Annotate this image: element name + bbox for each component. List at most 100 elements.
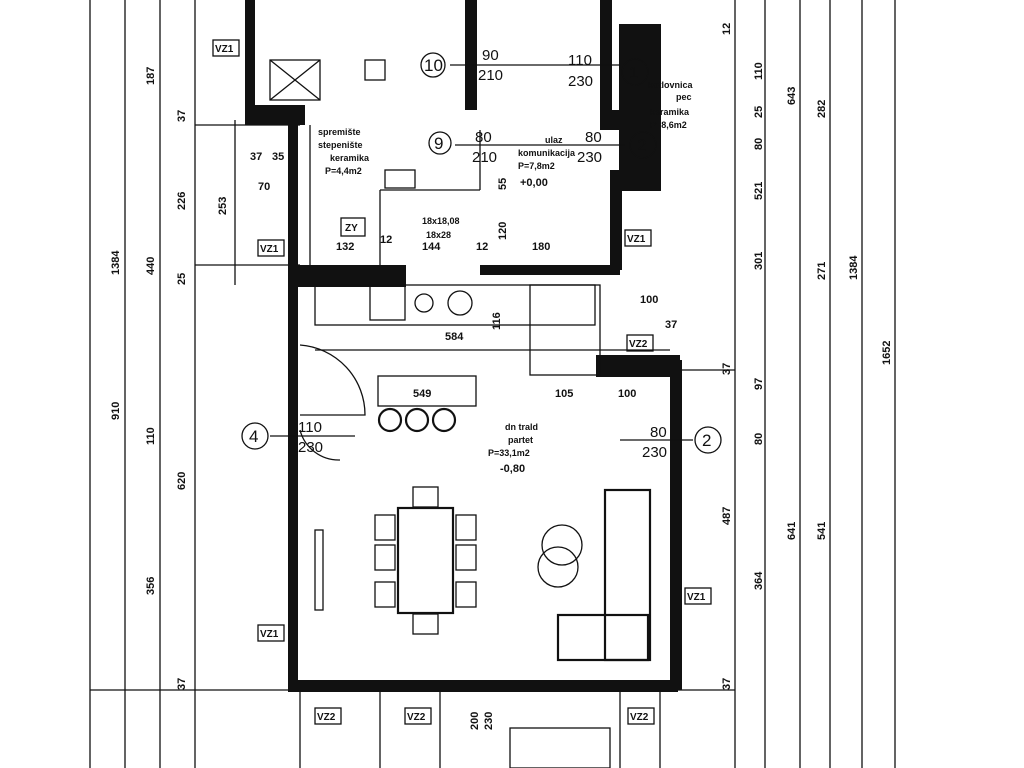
room-area: P=7,8m2	[518, 161, 555, 171]
dim: 180	[532, 241, 550, 253]
dim: 100	[618, 388, 636, 400]
dim: 55	[497, 178, 509, 190]
room-living: dn trald partet P=33,1m2 -0,80	[488, 422, 538, 475]
room-area: P=33,1m2	[488, 448, 530, 458]
dim: 641	[786, 522, 798, 540]
marker-label: 1	[629, 63, 638, 82]
dim: 301	[753, 252, 765, 270]
room-level: -0,80	[500, 463, 525, 475]
marker-label: 10	[424, 56, 443, 75]
marker-circle	[621, 58, 649, 86]
room-floor: keramika	[650, 107, 690, 117]
tag-vz1: VZ1	[687, 592, 706, 603]
opening-height: 230	[298, 439, 323, 456]
opening-width: 110	[298, 419, 322, 436]
opening-width: 80	[475, 129, 492, 146]
dim: 1384	[110, 250, 122, 275]
marker-circle	[629, 131, 657, 159]
stair-spec: 18x18,08	[422, 216, 460, 226]
room-floor: partet	[508, 435, 533, 445]
opening-height: 210	[472, 149, 497, 166]
dim: 25	[753, 106, 765, 118]
opening-width: 110	[568, 52, 592, 69]
dim: 37	[176, 678, 188, 690]
dim: 25	[176, 273, 188, 285]
dim: 37	[721, 678, 733, 690]
dim: 35	[272, 151, 284, 163]
room-floor: keramika	[330, 153, 370, 163]
opening-width: 80	[650, 424, 667, 441]
dim: 549	[413, 388, 431, 400]
room-use: stepenište	[318, 140, 363, 150]
room-level: +0,00	[520, 177, 548, 189]
opening-height: 230	[577, 149, 602, 166]
dim: 643	[786, 87, 798, 105]
tag-vz2: VZ2	[317, 712, 336, 723]
dim: 110	[145, 427, 157, 445]
element-tags: VZ1 VZ1 VZ1 VZ1 VZ1 VZ2 VZ2 VZ2 VZ2 ZY	[212, 39, 712, 725]
marker-circle	[420, 52, 446, 78]
marker-label: 4	[249, 427, 258, 446]
walls	[245, 0, 682, 692]
opening-width: 200	[469, 712, 481, 730]
marker-label: 9	[434, 134, 443, 153]
dim: 253	[217, 197, 229, 215]
interior-dimension-labels: 584 116 549 105 100 120 180 132 55 12 12…	[336, 178, 636, 400]
dim: 105	[555, 388, 573, 400]
marker-label: 2	[702, 431, 711, 450]
room-name: kotlovnica	[648, 80, 694, 90]
dim: 110	[753, 62, 765, 80]
tag-vz2: VZ2	[630, 712, 649, 723]
dim: 12	[380, 234, 392, 246]
dim: 37	[176, 110, 188, 122]
dim: 97	[753, 378, 765, 390]
room-name: ulaz	[545, 135, 563, 145]
room-use: pec	[676, 92, 692, 102]
opening-width: 80	[585, 129, 602, 146]
dim: 12	[476, 241, 488, 253]
right-dimension-labels: 12 110 25 80 643 282 521 301 271 1384 16…	[640, 23, 893, 690]
opening-labels: 90 210 110 230 80 210 80 230 110 230 80 …	[298, 47, 667, 730]
stair-spec: 18x28	[426, 230, 451, 240]
dimension-lines	[89, 0, 896, 768]
dim: 620	[176, 472, 188, 490]
dim: 37	[250, 151, 262, 163]
room-storage: spremište stepenište keramika P=4,4m2	[318, 127, 370, 176]
opening-height: 210	[478, 67, 503, 84]
dim: 487	[721, 507, 733, 525]
dim: 120	[497, 222, 509, 240]
room-entry: ulaz komunikacija P=7,8m2 +0,00	[518, 135, 576, 189]
marker-circle	[241, 422, 269, 450]
tag-vz1: VZ1	[215, 44, 234, 55]
dim: 1384	[848, 255, 860, 280]
dim: 144	[422, 241, 441, 253]
dim: 364	[753, 571, 765, 590]
tag-vz1: VZ1	[260, 629, 279, 640]
room-name: spremište	[318, 127, 361, 137]
dim: 226	[176, 192, 188, 210]
room-boiler: kotlovnica pec keramika P=8,6m2	[648, 80, 694, 130]
room-name: dn trald	[505, 422, 538, 432]
tag-vz2: VZ2	[629, 339, 648, 350]
dim: 584	[445, 331, 464, 343]
dim: 440	[145, 257, 157, 275]
marker-circle	[694, 426, 722, 454]
opening-markers: 1 2 2 4 9 10	[241, 52, 722, 454]
furniture	[269, 59, 670, 768]
dim: 910	[110, 402, 122, 420]
tag-vz1: VZ1	[627, 234, 646, 245]
dim: 1652	[881, 341, 893, 365]
tag-zy: ZY	[345, 223, 358, 234]
dim: 70	[258, 181, 270, 193]
dim: 80	[753, 138, 765, 150]
dim: 132	[336, 241, 354, 253]
marker-label: 2	[637, 136, 646, 155]
opening-width: 90	[482, 47, 499, 64]
dim: 12	[721, 23, 733, 35]
marker-circle	[428, 131, 452, 155]
dim: 356	[145, 577, 157, 595]
left-dimension-labels: 187 37 226 25 440 253 1384 910 110 620 3…	[110, 67, 284, 690]
dim: 521	[753, 182, 765, 200]
tag-vz1: VZ1	[260, 244, 279, 255]
